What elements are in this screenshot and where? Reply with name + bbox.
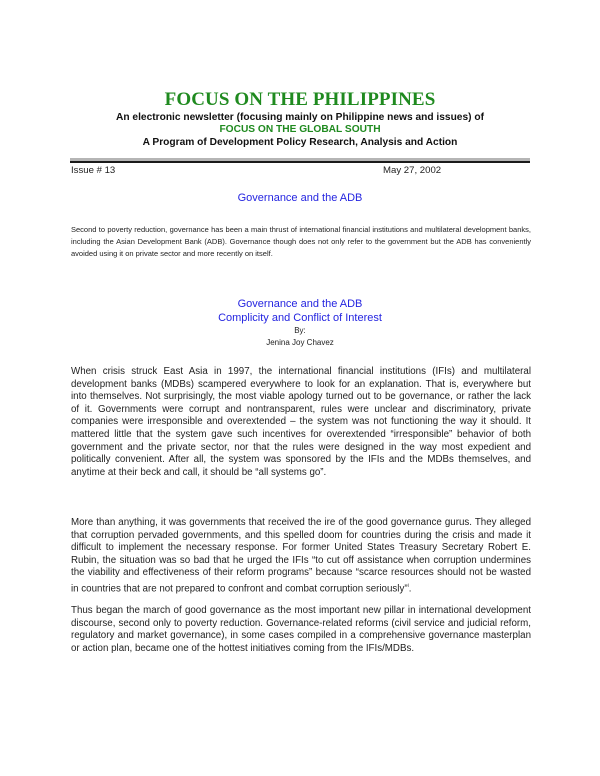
header-divider <box>70 158 530 163</box>
organization-name: FOCUS ON THE GLOBAL SOUTH <box>219 124 381 135</box>
body-paragraph-1: When crisis struck East Asia in 1997, th… <box>71 366 531 478</box>
article-header: Governance and the ADB Complicity and Co… <box>0 297 600 349</box>
newsletter-subtitle: An electronic newsletter (focusing mainl… <box>116 112 484 123</box>
masthead: FOCUS ON THE PHILIPPINES An electronic n… <box>0 89 600 149</box>
newsletter-title: FOCUS ON THE PHILIPPINES <box>164 89 436 110</box>
issue-number: Issue # 13 <box>71 165 116 176</box>
body-paragraph-2: More than anything, it was governments t… <box>71 517 531 595</box>
intro-title: Governance and the ADB <box>237 192 363 204</box>
byline-label: By: <box>294 326 306 335</box>
issue-info: Issue # 13 May 27, 2002 <box>71 165 531 176</box>
body-paragraph-3: Thus began the march of good governance … <box>71 605 531 654</box>
article-author: Jenina Joy Chavez <box>266 338 334 347</box>
body-paragraph-2-text: More than anything, it was governments t… <box>71 517 531 595</box>
footnote-marker[interactable]: i <box>407 582 409 589</box>
program-tagline: A Program of Development Policy Research… <box>142 137 458 148</box>
intro-paragraph: Second to poverty reduction, governance … <box>71 225 531 258</box>
article-title: Governance and the ADB <box>237 298 363 310</box>
article-subtitle: Complicity and Conflict of Interest <box>218 312 382 324</box>
issue-date: May 27, 2002 <box>383 165 442 176</box>
